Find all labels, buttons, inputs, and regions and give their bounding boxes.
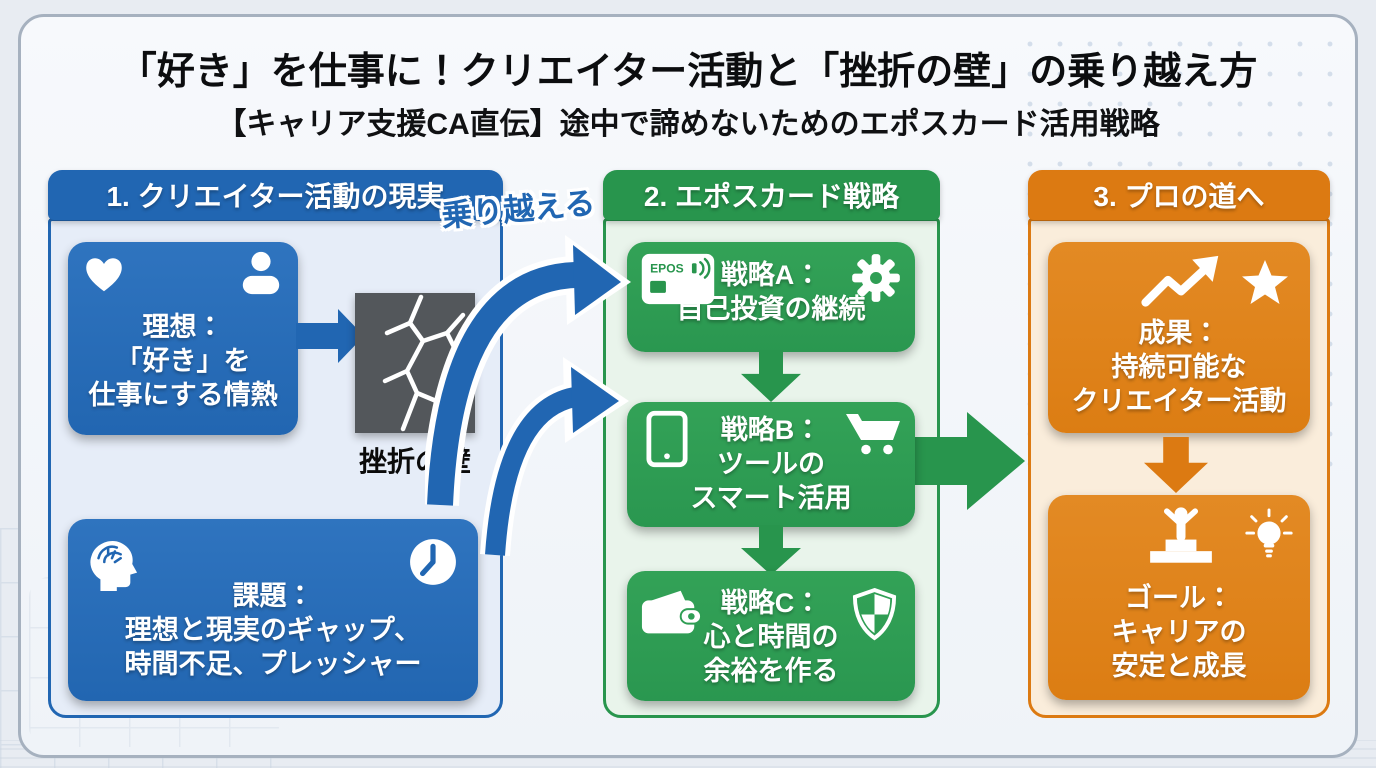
challenge-line-3: 時間不足、プレッシャー [124,649,422,679]
ideal-line-1: 理想： [142,312,224,342]
challenge-card: 課題： 理想と現実のギャップ、 時間不足、プレッシャー [68,519,478,701]
wallet-icon [641,590,702,634]
goal-line-1: ゴール： [1125,583,1233,613]
strategy-c-line-3: 余裕を作る [703,656,839,686]
lightbulb-icon [1245,508,1293,558]
shield-icon [852,587,897,641]
ideal-line-3: 仕事にする情熱 [88,380,278,410]
heart-icon [86,258,122,292]
strategy-c-line-2: 心と時間の [703,622,839,652]
strategy-b-line-3: スマート活用 [690,483,852,513]
column-strategy-header: 2. エポスカード戦略 [603,170,940,220]
strategy-b-line-2: ツールの [717,449,825,479]
column-pro-header: 3. プロの道へ [1028,170,1330,220]
tablet-icon [646,410,688,468]
result-line-2: 持続可能な [1111,352,1247,382]
result-card: 成果： 持続可能な クリエイター活動 [1048,242,1310,433]
page-title: 「好き」を仕事に！クリエイター活動と「挫折の壁」の乗り越え方 [118,51,1258,93]
right-arrow-shaft [296,323,340,349]
goal-line-3: 安定と成長 [1111,651,1247,681]
gear-icon [852,254,900,302]
result-line-3: クリエイター活動 [1071,386,1287,416]
column-reality-header: 1. クリエイター活動の現実 [48,170,503,220]
trending-up-icon [1141,255,1219,307]
page-subtitle: 【キャリア支援CA直伝】途中で諦めないためのエポスカード活用戦略 [216,108,1160,141]
curved-overcome-arrows-icon [425,235,631,557]
ideal-line-2: 「好き」を [115,346,251,376]
strategy-b-line-1: 戦略B： [720,415,822,445]
result-line-1: 成果： [1138,318,1220,348]
challenge-line-2: 理想と現実のギャップ、 [124,615,422,645]
right-arrow-strategy-to-pro-icon [905,412,1025,510]
ideal-card: 理想： 「好き」を 仕事にする情熱 [68,242,298,435]
shopping-cart-icon [846,414,900,455]
clock-icon [410,539,456,585]
person-icon [242,251,280,295]
brain-icon [90,541,138,591]
strategy-a-line-1: 戦略A： [720,260,822,290]
epos-card-icon: EPOS [641,253,715,305]
star-icon [1242,260,1288,304]
strategy-c-line-1: 戦略C： [720,588,822,618]
challenge-line-1: 課題： [232,581,314,611]
podium-icon [1150,507,1212,563]
goal-line-2: キャリアの [1111,617,1247,647]
epos-card-text: EPOS [650,262,684,276]
